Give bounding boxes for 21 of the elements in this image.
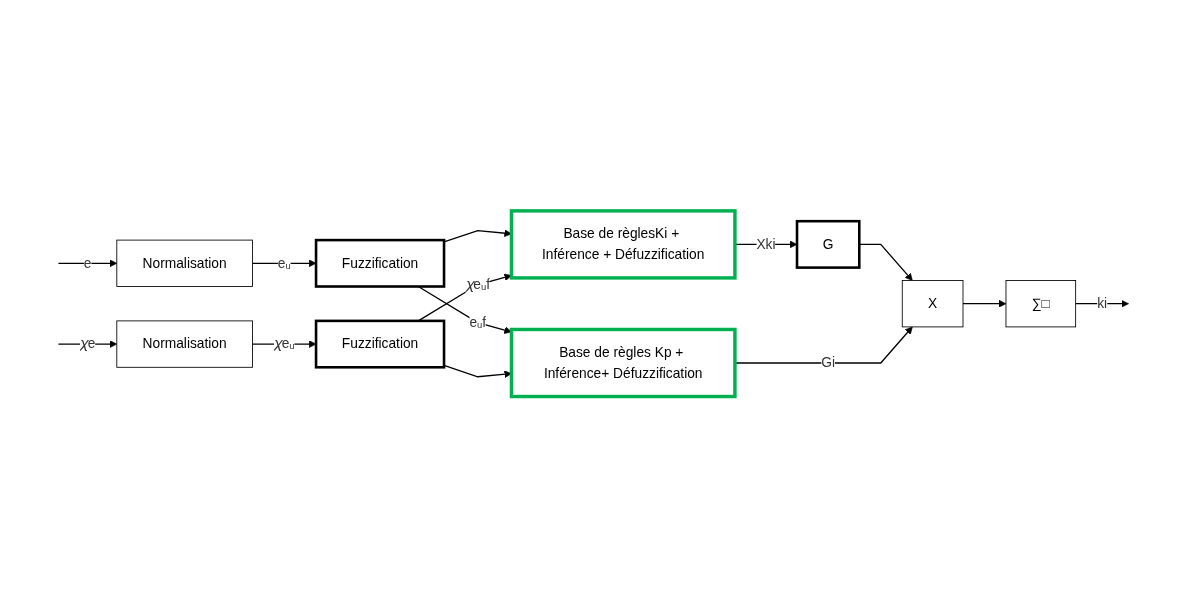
- edge-label: 𝜒eᵤ: [273, 336, 295, 351]
- edge-label: 𝜒e: [79, 336, 96, 351]
- node-box: ∑□: [1005, 279, 1077, 328]
- edge-label: Gi: [821, 355, 836, 370]
- arrow: [251, 259, 317, 267]
- arrow: [57, 259, 118, 267]
- node-box: Normalisation: [116, 239, 253, 287]
- edge-label: ki: [1097, 295, 1108, 311]
- node-box: Base de règlesKi + Inférence + Défuzzification: [509, 208, 737, 280]
- edge-label: 𝜒eᵤf: [465, 276, 490, 292]
- arrow: [962, 299, 1007, 308]
- node-box: Base de règles Kp + Inférence+ Défuzzification: [509, 327, 737, 399]
- edge-label: eᵤ: [277, 255, 291, 270]
- node-box: Fuzzification: [314, 238, 446, 288]
- node-box: G: [795, 219, 861, 269]
- edge-label: Χki: [756, 236, 776, 252]
- edge-label: eᵤf: [469, 314, 487, 330]
- node-box: X: [901, 279, 964, 328]
- node-box: Normalisation: [116, 320, 253, 368]
- node-box: Fuzzification: [314, 319, 446, 369]
- edge-label: e: [83, 255, 92, 270]
